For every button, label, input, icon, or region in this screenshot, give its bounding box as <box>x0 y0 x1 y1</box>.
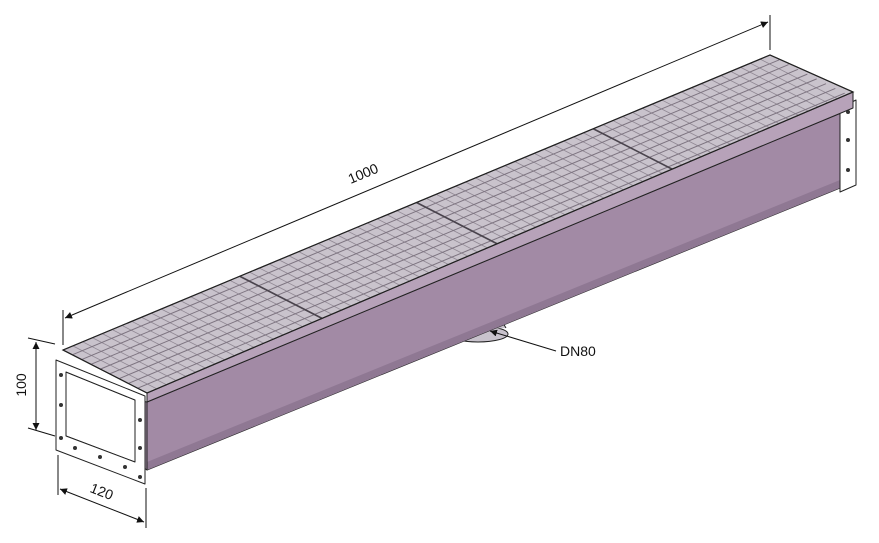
width-label: 120 <box>88 480 116 504</box>
grate-cross-bar <box>72 345 158 390</box>
height-dimension: 100 <box>13 337 56 437</box>
grate-cross-bar <box>111 329 197 373</box>
grate-cross-bar <box>121 325 207 369</box>
outlet-callout: DN80 <box>489 329 596 359</box>
grate-cross-bar <box>92 337 177 382</box>
height-label: 100 <box>13 373 29 397</box>
length-label: 1000 <box>346 160 381 187</box>
front-end-flange <box>55 359 146 485</box>
grate-cross-bar <box>131 320 216 365</box>
grate-cross-bar <box>151 312 236 357</box>
grate-cross-bar <box>759 58 845 103</box>
grate-cross-bar <box>82 341 167 386</box>
grate-cross-bar <box>141 316 226 361</box>
outlet-label: DN80 <box>560 343 596 359</box>
grate-frame-lip <box>146 91 854 403</box>
grate-cross-bar <box>102 333 187 377</box>
far-end-flange <box>839 99 857 193</box>
